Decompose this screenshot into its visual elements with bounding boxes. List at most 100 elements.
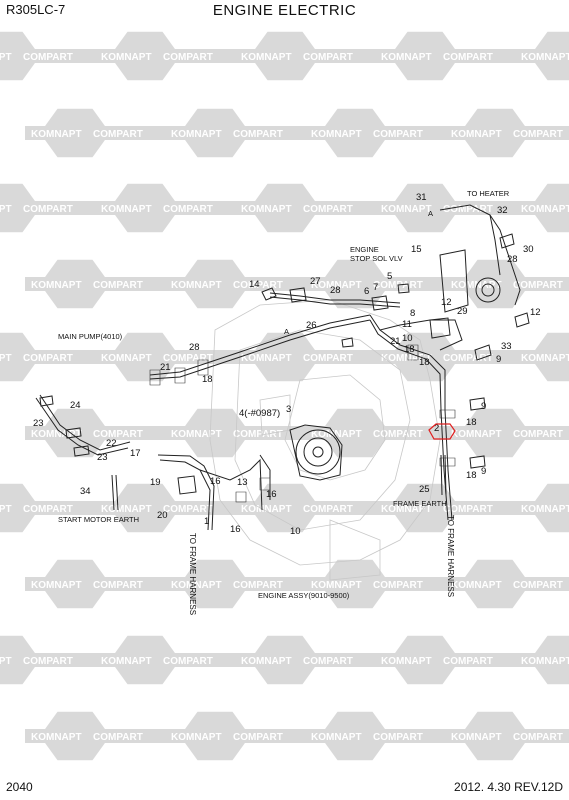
callout-number: 27 bbox=[310, 276, 321, 287]
watermark-band bbox=[95, 201, 235, 215]
watermark-word-2: COMPART bbox=[373, 732, 423, 743]
callout-number: 2 bbox=[434, 423, 439, 434]
earth-cables bbox=[111, 454, 447, 511]
watermark-word-2: COMPART bbox=[303, 353, 353, 364]
watermark-word-2: COMPART bbox=[303, 52, 353, 63]
callout-number: 21 bbox=[160, 362, 171, 373]
watermark-band bbox=[305, 277, 445, 291]
model-number: R305LC-7 bbox=[6, 2, 66, 17]
watermark-word-1: KOMNAPT bbox=[101, 353, 152, 364]
watermark-word-2: COMPART bbox=[443, 504, 493, 515]
watermark-word-2: COMPART bbox=[303, 204, 353, 215]
callout-number: 6 bbox=[364, 286, 369, 297]
callout-number: 10 bbox=[290, 526, 301, 537]
watermark-word-1: KOMNAPT bbox=[241, 52, 292, 63]
watermark-band bbox=[515, 501, 569, 515]
callout-number: 15 bbox=[411, 244, 422, 255]
callout-number: 18 bbox=[404, 344, 415, 355]
page-number: 2040 bbox=[6, 780, 33, 794]
watermark-word-2: COMPART bbox=[93, 129, 143, 140]
watermark-word-2: COMPART bbox=[233, 129, 283, 140]
stop-solenoid-bracket bbox=[429, 249, 501, 339]
to-frame-harness-right-label: TO FRAME HARNESS bbox=[446, 515, 455, 597]
watermark-band bbox=[235, 49, 375, 63]
frame-earth-label: FRAME EARTH bbox=[393, 499, 447, 508]
callout-number: 18 bbox=[466, 470, 477, 481]
to-heater-label: TO HEATER bbox=[467, 189, 510, 198]
watermark-band bbox=[375, 653, 515, 667]
watermark-word-2: COMPART bbox=[93, 580, 143, 591]
watermark-band bbox=[445, 426, 569, 440]
callout-number: 18 bbox=[202, 374, 213, 385]
watermark-band bbox=[445, 126, 569, 140]
callout-number: 16 bbox=[210, 476, 221, 487]
engine-label: ENGINE bbox=[350, 245, 379, 254]
watermark-word-1: KOMNAPT bbox=[0, 656, 12, 667]
watermark-word-1: KOMNAPT bbox=[31, 429, 82, 440]
watermark-word-1: KOMNAPT bbox=[521, 353, 569, 364]
engine-outline bbox=[209, 299, 441, 581]
watermark-word-1: KOMNAPT bbox=[311, 580, 362, 591]
callout-number: 18 bbox=[466, 417, 477, 428]
callout-number: 16 bbox=[230, 524, 241, 535]
callout-number: 9 bbox=[481, 466, 486, 477]
watermark-word-2: COMPART bbox=[163, 52, 213, 63]
watermark-layer: KOMNAPT COMPART KOMNAPT COMPART KOMNAPT COMPA… bbox=[0, 31, 569, 761]
watermark-band bbox=[95, 49, 235, 63]
stop-sol-vlv-label: STOP SOL VLV bbox=[350, 254, 403, 263]
watermark-band bbox=[235, 653, 375, 667]
callout-number: 19 bbox=[150, 477, 161, 488]
callout-number: 28 bbox=[330, 285, 341, 296]
watermark-band bbox=[375, 49, 515, 63]
callout-number: 21 bbox=[390, 336, 401, 347]
main-pump-label: MAIN PUMP(4010) bbox=[58, 332, 123, 341]
watermark-band bbox=[375, 201, 515, 215]
watermark-band bbox=[445, 577, 569, 591]
watermark-band bbox=[0, 501, 95, 515]
callout-number: 7 bbox=[373, 282, 378, 293]
watermark-word-1: KOMNAPT bbox=[241, 353, 292, 364]
watermark-word-1: KOMNAPT bbox=[171, 280, 222, 291]
watermark-word-1: KOMNAPT bbox=[171, 580, 222, 591]
callout-number: 9 bbox=[496, 354, 501, 365]
watermark-word-2: COMPART bbox=[233, 429, 283, 440]
watermark-word-1: KOMNAPT bbox=[101, 656, 152, 667]
callout-number: 33 bbox=[501, 341, 512, 352]
watermark-word-2: COMPART bbox=[373, 129, 423, 140]
watermark-band bbox=[95, 653, 235, 667]
watermark-band bbox=[515, 653, 569, 667]
start-motor-earth-label: START MOTOR EARTH bbox=[58, 515, 139, 524]
watermark-band bbox=[305, 426, 445, 440]
watermark-band bbox=[25, 277, 165, 291]
watermark-word-1: KOMNAPT bbox=[521, 656, 569, 667]
callout-number: 29 bbox=[457, 306, 468, 317]
watermark-word-1: KOMNAPT bbox=[171, 129, 222, 140]
callout-number: 24 bbox=[70, 400, 81, 411]
watermark-band bbox=[235, 201, 375, 215]
watermark-word-2: COMPART bbox=[443, 204, 493, 215]
clamps bbox=[149, 344, 456, 503]
callout-number: 17 bbox=[130, 448, 141, 459]
watermark-band bbox=[95, 501, 235, 515]
ref-4-label: 4(-#0987) bbox=[239, 408, 280, 419]
watermark-word-1: KOMNAPT bbox=[521, 52, 569, 63]
watermark-word-2: COMPART bbox=[513, 732, 563, 743]
callout-number: 11 bbox=[402, 319, 412, 330]
callout-number: 10 bbox=[402, 333, 413, 344]
watermark-word-2: COMPART bbox=[93, 732, 143, 743]
callout-number: 12 bbox=[441, 297, 452, 308]
callout-number: 9 bbox=[481, 401, 486, 412]
watermark-band bbox=[515, 201, 569, 215]
watermark-band bbox=[445, 729, 569, 743]
watermark-band bbox=[0, 653, 95, 667]
highlight-marker bbox=[428, 423, 456, 440]
watermark-word-1: KOMNAPT bbox=[0, 52, 12, 63]
watermark-word-2: COMPART bbox=[23, 353, 73, 364]
callout-number: 23 bbox=[97, 452, 108, 463]
watermark-word-1: KOMNAPT bbox=[101, 52, 152, 63]
watermark-band bbox=[25, 126, 165, 140]
watermark-word-1: KOMNAPT bbox=[311, 429, 362, 440]
watermark-word-1: KOMNAPT bbox=[31, 580, 82, 591]
